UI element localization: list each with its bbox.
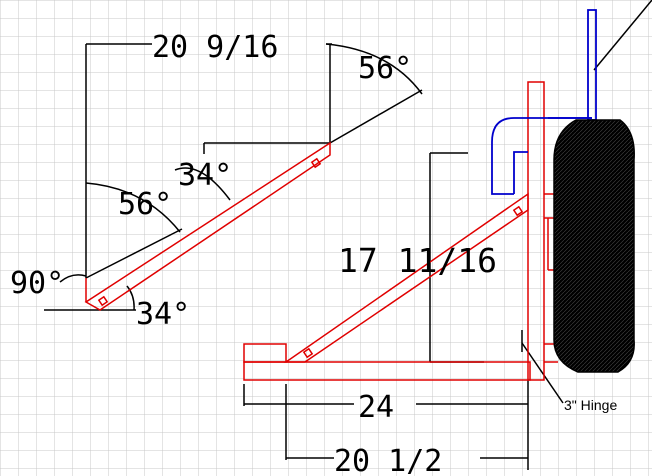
left-diagram (44, 43, 423, 311)
dim-height: 17 11/16 (338, 241, 497, 280)
dim-mid-angle-small: 34° (178, 158, 232, 193)
dim-left-angle: 90° (10, 266, 64, 301)
dim-base-inner-length: 20 1/2 (334, 444, 442, 476)
dim-base-length: 24 (358, 390, 394, 425)
dim-mid-angle-large: 56° (118, 187, 172, 222)
dim-top-angle: 56° (358, 51, 412, 86)
tire-shape (553, 119, 635, 373)
right-diagram (243, 0, 652, 470)
dim-bottom-angle: 34° (136, 297, 190, 332)
dim-top-width: 20 9/16 (152, 30, 278, 65)
hinge-label: 3" Hinge (564, 397, 617, 413)
